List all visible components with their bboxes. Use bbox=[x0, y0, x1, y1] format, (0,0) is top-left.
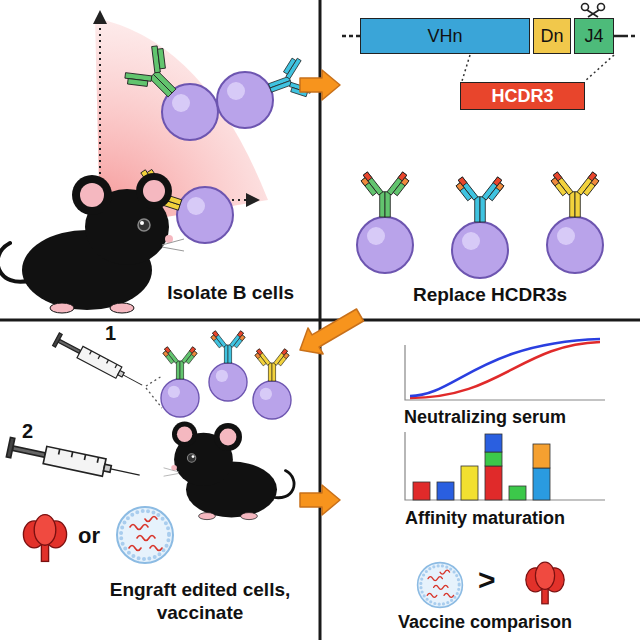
syringe bbox=[6, 438, 141, 485]
protein-vaccine bbox=[23, 515, 66, 562]
flow-arrow bbox=[300, 309, 364, 354]
callout-label: 1 bbox=[105, 322, 116, 345]
segment-label: J4 bbox=[584, 26, 603, 47]
mouse bbox=[164, 422, 294, 520]
callout-label: > bbox=[478, 563, 496, 597]
scissors bbox=[582, 4, 605, 18]
b-cell bbox=[357, 217, 413, 273]
gene-segment: Dn bbox=[533, 18, 571, 54]
gene-segment: VHn bbox=[360, 18, 530, 54]
callout-label: 2 bbox=[22, 420, 33, 443]
panel: Engraft edited cells, vaccinate bbox=[0, 325, 300, 640]
panel-caption: Engraft edited cells, vaccinate bbox=[95, 579, 305, 625]
antibody bbox=[119, 40, 191, 112]
edited-antibody bbox=[549, 172, 601, 217]
bar-axes bbox=[405, 432, 605, 500]
gene-line bbox=[342, 35, 360, 38]
panel: Replace HCDR3s VHn Dn J4HCDR3 bbox=[340, 0, 640, 315]
b-cell bbox=[217, 72, 273, 128]
engraft-panel-art bbox=[6, 331, 294, 563]
results-panel-art bbox=[405, 339, 605, 607]
edited-antibody bbox=[454, 177, 506, 222]
gene-line bbox=[614, 35, 624, 38]
syringe bbox=[53, 333, 146, 392]
replace-panel-art bbox=[342, 4, 638, 279]
b-cell bbox=[253, 381, 291, 419]
edited-antibody bbox=[359, 172, 411, 217]
panel-caption: Affinity maturation bbox=[340, 508, 630, 529]
segment-label: HCDR3 bbox=[491, 86, 553, 107]
panel-caption: Isolate B cells bbox=[167, 282, 294, 304]
bars bbox=[413, 434, 550, 500]
panel-caption: Vaccine comparison bbox=[340, 612, 630, 633]
callout-label: or bbox=[78, 523, 100, 549]
panel-caption: Neutralizing serum bbox=[340, 407, 630, 428]
edited-antibody bbox=[210, 331, 247, 363]
b-cell bbox=[209, 363, 247, 401]
mrna-lnp-vaccine bbox=[418, 563, 463, 608]
b-cell bbox=[161, 379, 199, 417]
blue-curve bbox=[410, 339, 600, 396]
hcdr3-box: HCDR3 bbox=[460, 82, 585, 110]
segment-label: Dn bbox=[540, 26, 563, 47]
b-cell bbox=[177, 187, 233, 243]
flow-arrow bbox=[300, 485, 340, 515]
b-cell bbox=[547, 217, 603, 273]
b-cell bbox=[452, 222, 508, 278]
mrna-lnp-vaccine bbox=[117, 507, 173, 563]
segment-label: VHn bbox=[427, 26, 462, 47]
edited-antibody bbox=[254, 349, 291, 381]
hcdr3-guide bbox=[462, 55, 614, 81]
panel-caption: Replace HCDR3s bbox=[340, 284, 640, 306]
gene-line bbox=[624, 35, 638, 38]
isolate-panel-art bbox=[0, 10, 314, 313]
gene-segment: J4 bbox=[574, 18, 614, 54]
edited-antibody bbox=[162, 347, 199, 379]
panel: Isolate B cells bbox=[0, 0, 300, 315]
mouse bbox=[0, 173, 184, 313]
protein-vaccine bbox=[526, 562, 564, 604]
injection-guide bbox=[146, 376, 162, 408]
flow-arrow bbox=[300, 70, 340, 100]
